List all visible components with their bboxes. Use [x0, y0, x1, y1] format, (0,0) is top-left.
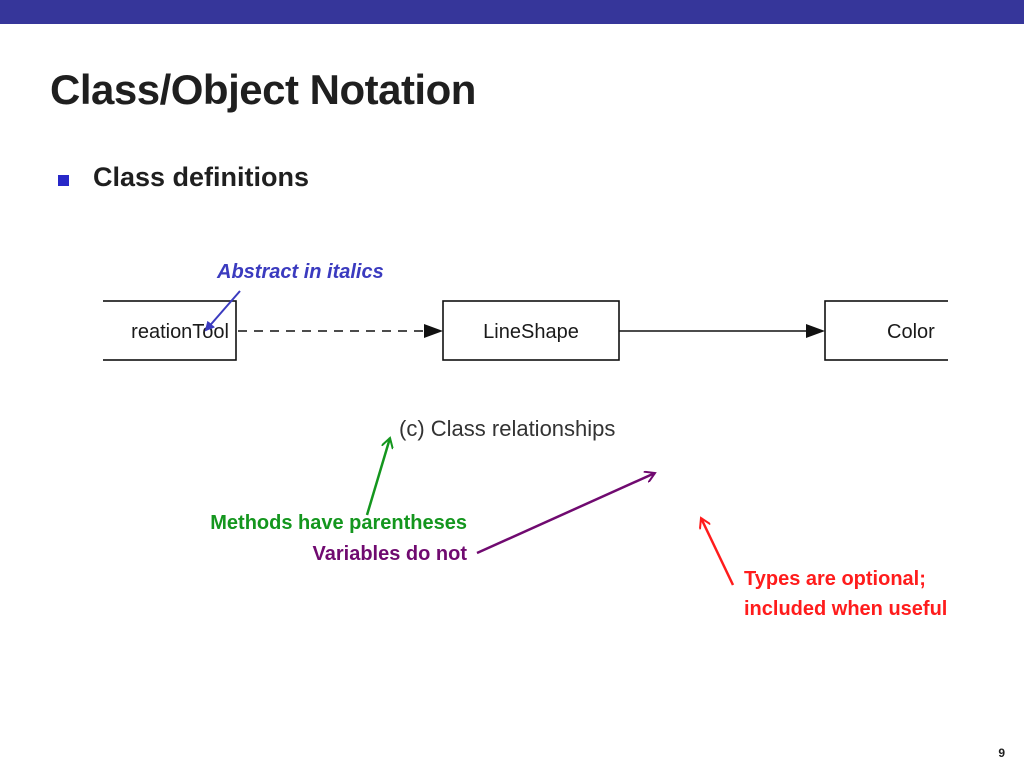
class-box-line-shape	[442, 300, 620, 361]
class-label-line-shape: LineShape	[483, 321, 579, 343]
types-arrow	[701, 518, 735, 586]
variables-arrow	[476, 473, 655, 555]
bullet-text: Class definitions	[93, 162, 310, 192]
types-annotation-line2: included when useful	[744, 598, 948, 620]
methods-annotation: Methods have parentheses	[210, 512, 467, 534]
page-number: 9	[998, 746, 1005, 760]
types-annotation: Types are optional; included when useful	[744, 564, 947, 624]
top-bar	[0, 0, 1024, 24]
variables-annotation: Variables do not	[312, 543, 467, 565]
class-label-creation-tool: reationTool	[131, 321, 229, 343]
abstract-arrow	[204, 290, 241, 332]
class-label-color: Color	[887, 321, 935, 343]
dependency-arrowhead	[424, 324, 443, 338]
slide-title: Class/Object Notation	[50, 66, 476, 113]
class-box-color	[824, 300, 948, 361]
bullet-square-icon	[58, 175, 69, 186]
abstract-annotation: Abstract in italics	[217, 261, 384, 283]
association-arrowhead	[806, 324, 825, 338]
types-annotation-line1: Types are optional;	[744, 568, 926, 590]
diagram-caption: (c) Class relationships	[399, 416, 615, 441]
methods-arrow	[365, 438, 390, 516]
